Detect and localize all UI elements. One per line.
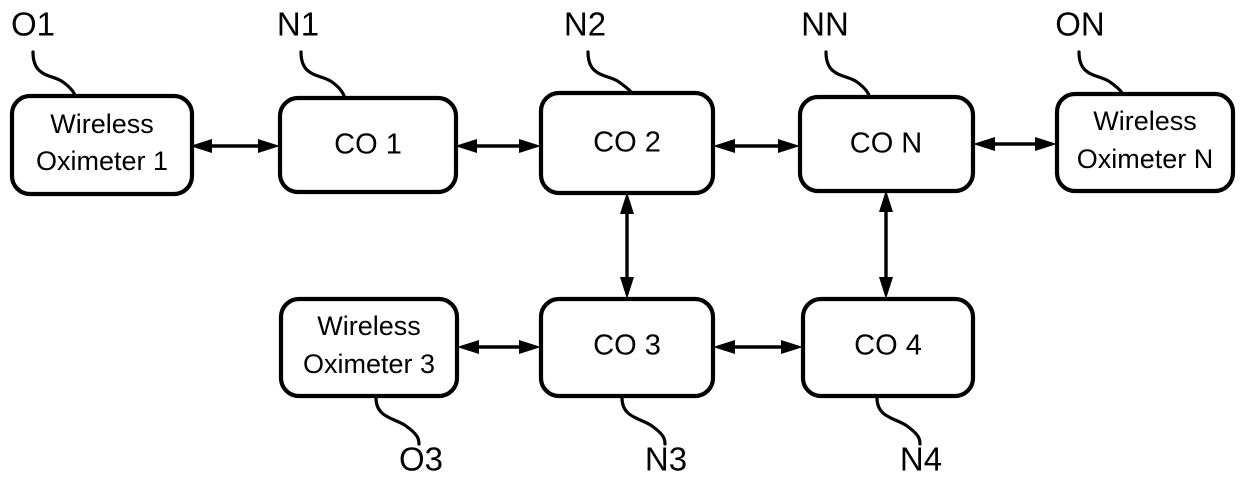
node-label-wireless-oximeter-3-line2: Oximeter 3 (303, 349, 435, 379)
leader-line-n2 (586, 50, 634, 98)
node-label-co-4: CO 4 (854, 330, 922, 362)
reference-label-n2: N2 (564, 6, 606, 43)
node-label-co-n: CO N (850, 128, 923, 160)
reference-label-nn: NN (801, 6, 849, 43)
reference-label-n4: N4 (900, 441, 942, 478)
reference-label-o1: O1 (11, 6, 55, 43)
node-label-wireless-oximeter-n-line2: Oximeter N (1077, 144, 1214, 174)
node-co-2[interactable]: CO 2 (538, 90, 716, 196)
node-label-wireless-oximeter-3-line1: Wireless (317, 311, 421, 341)
node-wireless-oximeter-1[interactable]: Wireless Oximeter 1 (9, 93, 195, 197)
node-label-wireless-oximeter-1-line2: Oximeter 1 (36, 146, 168, 176)
node-label-wireless-oximeter-n-line1: Wireless (1093, 106, 1197, 136)
reference-label-on: ON (1055, 6, 1105, 43)
leader-line-nn (824, 50, 872, 102)
node-label-co-3: CO 3 (593, 330, 661, 362)
node-label-co-2: CO 2 (593, 127, 661, 159)
node-label-wireless-oximeter-1-line1: Wireless (50, 109, 154, 139)
leader-line-o3 (374, 396, 421, 446)
node-wireless-oximeter-3[interactable]: Wireless Oximeter 3 (278, 296, 460, 399)
reference-label-o3: O3 (399, 441, 443, 478)
leader-line-on (1077, 50, 1125, 99)
link-oximeter1-co1 (190, 139, 280, 153)
node-label-co-1: CO 1 (334, 129, 402, 161)
link-con-co4 (879, 190, 893, 299)
link-co3-co4 (713, 340, 803, 354)
node-co-1[interactable]: CO 1 (277, 95, 459, 195)
node-co-n[interactable]: CO N (797, 94, 976, 194)
leader-line-n4 (875, 396, 922, 446)
leader-line-n3 (620, 396, 667, 446)
link-co2-co3 (620, 192, 634, 299)
link-co1-co2 (455, 139, 541, 153)
reference-label-n3: N3 (645, 441, 687, 478)
node-wireless-oximeter-n[interactable]: Wireless Oximeter N (1054, 91, 1236, 194)
link-co2-con (713, 139, 800, 153)
link-con-oximetern (973, 137, 1057, 151)
reference-label-n1: N1 (277, 6, 319, 43)
node-co-3[interactable]: CO 3 (538, 296, 716, 399)
link-oximeter3-co3 (457, 340, 541, 354)
node-co-4[interactable]: CO 4 (800, 296, 976, 399)
leader-line-o1 (31, 50, 78, 102)
leader-line-n1 (299, 50, 347, 103)
